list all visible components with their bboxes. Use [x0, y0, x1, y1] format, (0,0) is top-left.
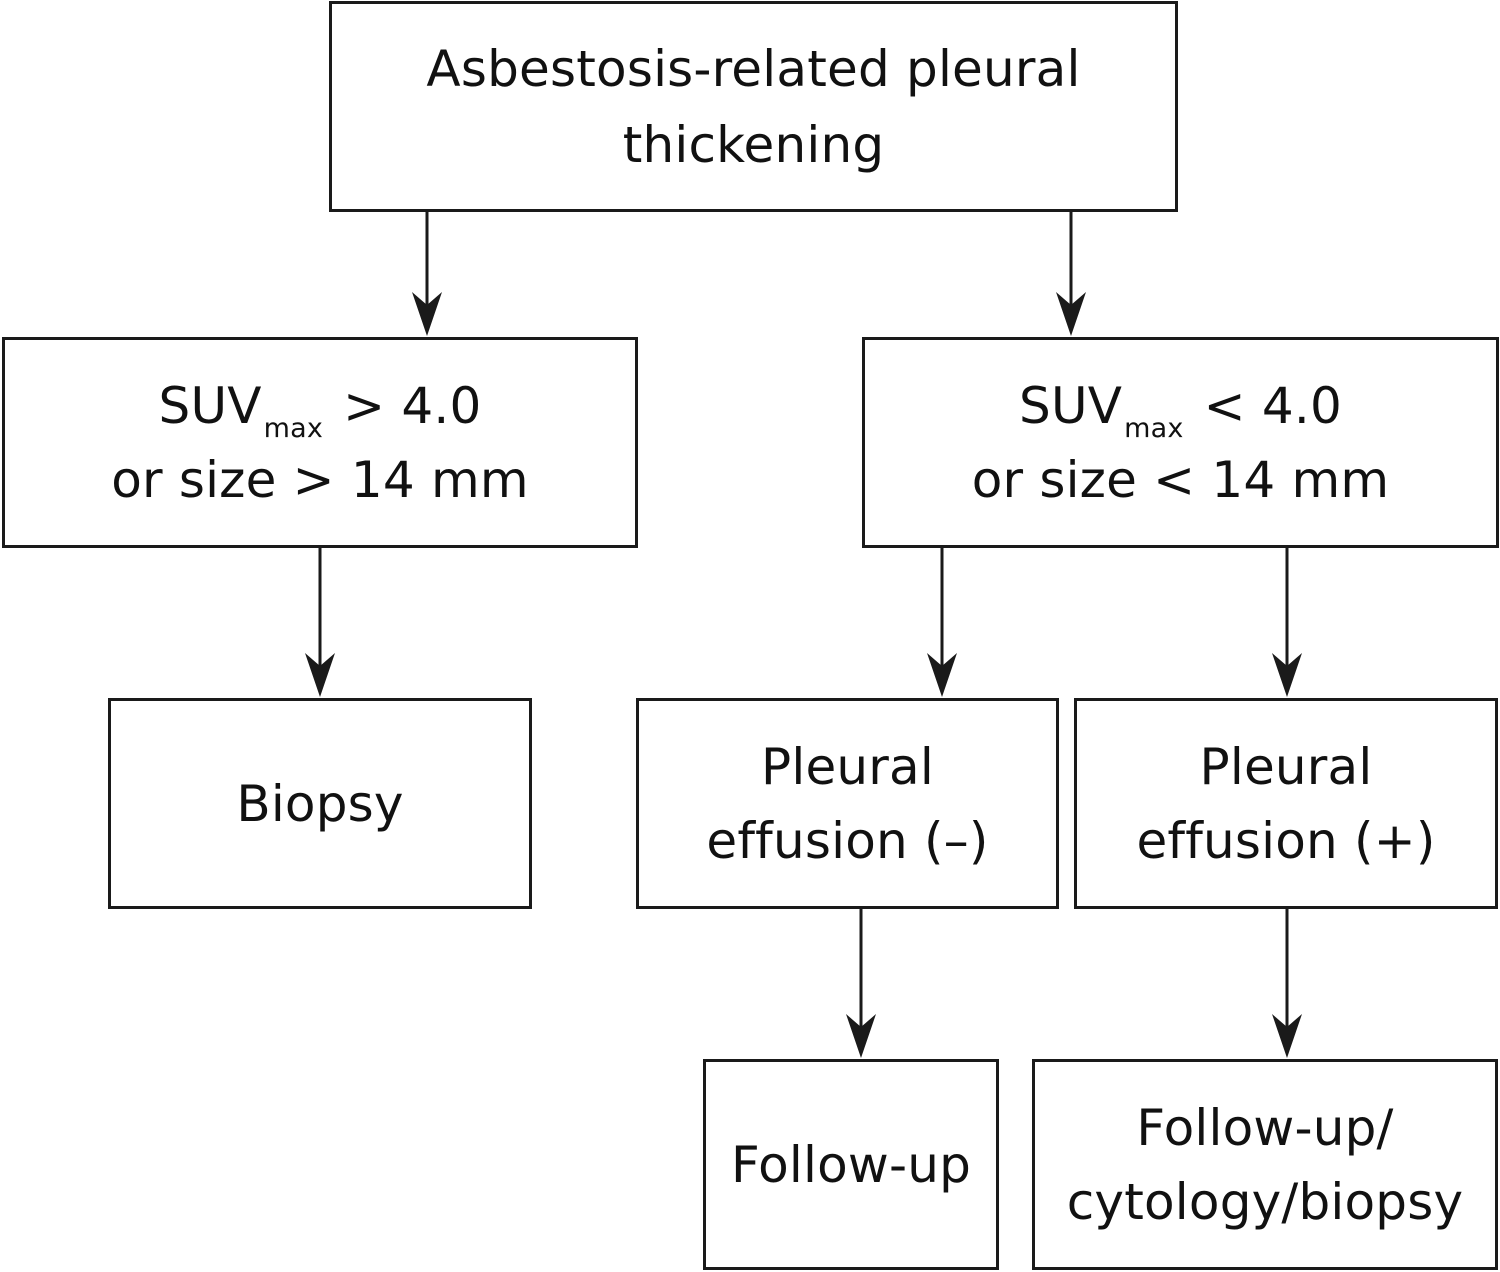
node-root-line-1: Asbestosis-related pleural — [426, 39, 1081, 98]
node-pleural-effusion-positive: Pleural effusion (+) — [1074, 698, 1498, 909]
suv-threshold: < 4.0 — [1187, 376, 1342, 435]
suv-subscript: max — [1124, 412, 1184, 444]
arrow-low-to-effusion-negative — [927, 548, 957, 697]
suv-subscript: max — [263, 412, 324, 444]
node-suv-low-line-2: or size < 14 mm — [971, 450, 1390, 509]
arrow-effusion-negative-to-follow-up — [846, 909, 876, 1058]
arrow-high-to-biopsy — [305, 548, 335, 697]
node-asbestosis-pleural-thickening: Asbestosis-related pleural thickening — [329, 1, 1178, 212]
arrow-low-to-effusion-positive — [1272, 548, 1302, 697]
node-effusion-positive-line-1: Pleural — [1199, 737, 1373, 796]
node-follow-up-cytology-biopsy-line-1: Follow-up/ — [1136, 1098, 1394, 1157]
node-follow-up: Follow-up — [703, 1059, 999, 1270]
node-follow-up-cytology-biopsy: Follow-up/ cytology/biopsy — [1032, 1059, 1498, 1270]
node-effusion-negative-line-1: Pleural — [761, 737, 934, 796]
node-suv-low: SUVmax < 4.0 or size < 14 mm — [862, 337, 1499, 548]
node-biopsy-label: Biopsy — [236, 774, 404, 833]
node-follow-up-cytology-biopsy-line-2: cytology/biopsy — [1066, 1172, 1464, 1231]
arrow-root-to-low — [1056, 212, 1086, 336]
node-suv-high-line-1: SUVmax > 4.0 — [159, 369, 482, 443]
node-root-line-2: thickening — [622, 115, 885, 174]
arrow-effusion-positive-to-follow-up-cytology-biopsy — [1272, 909, 1302, 1058]
node-effusion-positive-line-2: effusion (+) — [1136, 811, 1436, 870]
arrow-root-to-high — [412, 212, 442, 336]
node-follow-up-label: Follow-up — [730, 1135, 972, 1194]
node-suv-low-line-1: SUVmax < 4.0 — [1019, 369, 1342, 443]
node-suv-high: SUVmax > 4.0 or size > 14 mm — [2, 337, 638, 548]
node-suv-high-line-2: or size > 14 mm — [111, 450, 529, 509]
suv-label: SUV — [1019, 376, 1123, 435]
node-effusion-negative-line-2: effusion (–) — [706, 811, 989, 870]
suv-label: SUV — [158, 376, 262, 435]
node-pleural-effusion-negative: Pleural effusion (–) — [636, 698, 1059, 909]
node-biopsy: Biopsy — [108, 698, 532, 909]
suv-threshold: > 4.0 — [327, 376, 482, 435]
